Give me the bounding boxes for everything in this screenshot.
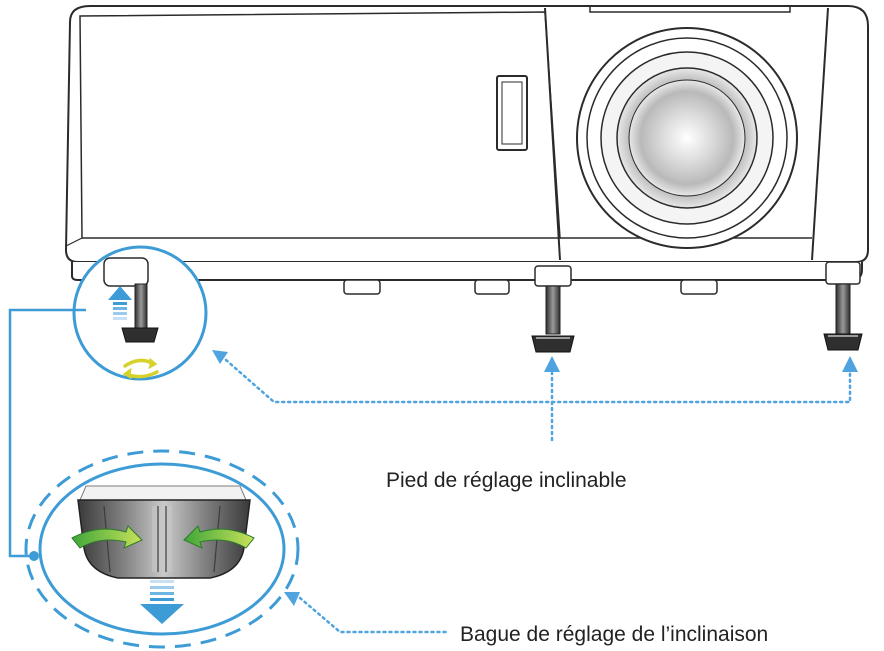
rotate-arrow-icon	[122, 358, 159, 379]
rotate-arrow-icon	[71, 525, 143, 549]
tilt-ring-label: Bague de réglage de l’inclinaison	[460, 623, 769, 646]
tilt-foot-right	[823, 283, 863, 351]
rotate-arrow-icon	[183, 525, 255, 549]
left-foot-callout	[72, 245, 208, 381]
down-arrow-icon	[140, 580, 184, 624]
tilt-foot-label: Pied de réglage inclinable	[386, 469, 627, 492]
pointer-arrowheads	[212, 350, 858, 606]
tilt-foot-center	[531, 285, 575, 353]
callout-connector	[8, 308, 86, 558]
lens	[576, 27, 798, 249]
up-arrow-icon	[108, 286, 132, 320]
tilt-ring-magnified	[24, 449, 300, 649]
ir-sensor-window	[496, 75, 528, 151]
pointer-lines	[224, 358, 852, 634]
